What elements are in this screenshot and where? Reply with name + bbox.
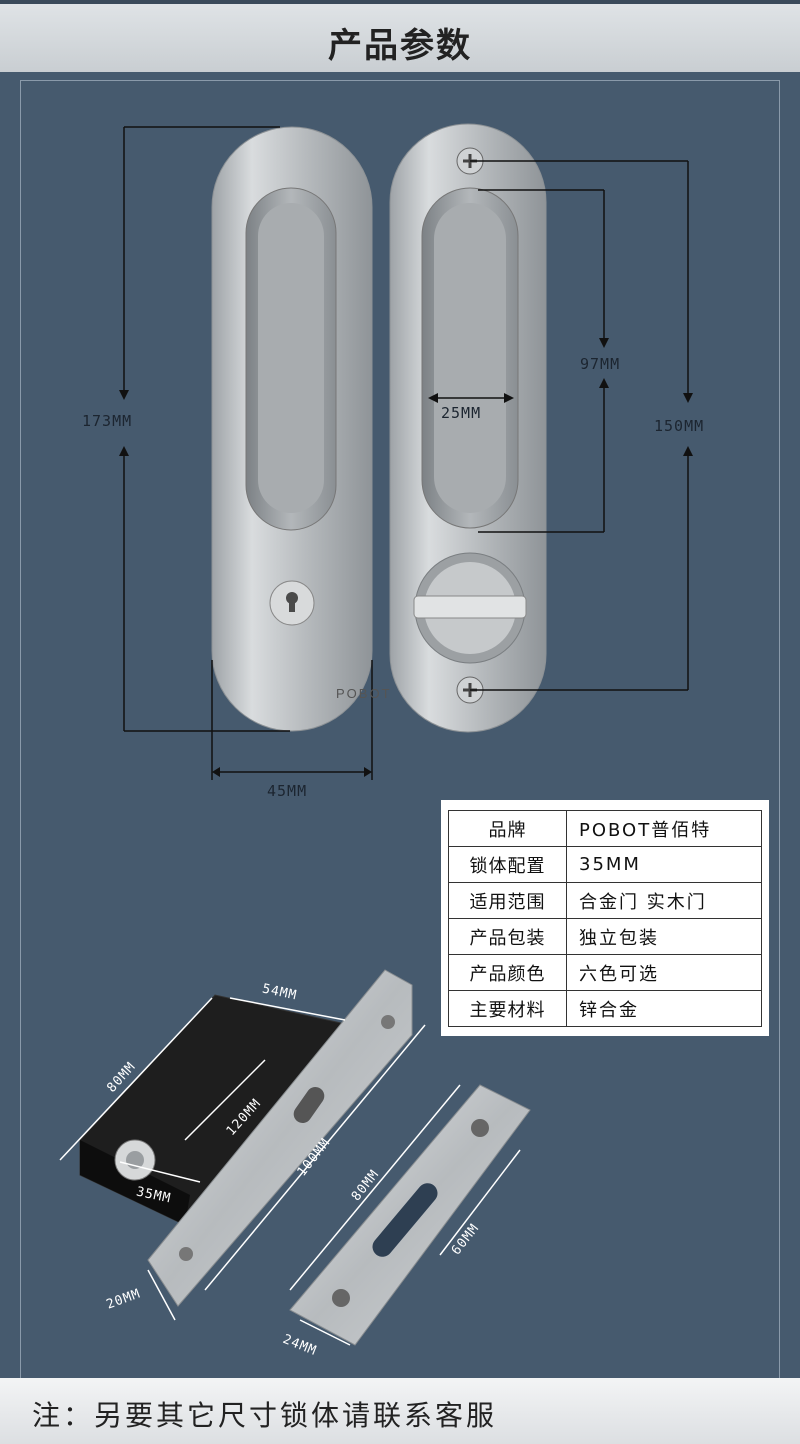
spec-value: 独立包装 bbox=[566, 918, 762, 955]
spec-value: 锌合金 bbox=[566, 990, 762, 1027]
spec-row: 主要材料 锌合金 bbox=[448, 990, 762, 1027]
spec-value: 35MM bbox=[566, 846, 762, 883]
page-header: 产品参数 bbox=[0, 0, 800, 72]
spec-key: 产品包装 bbox=[448, 918, 567, 955]
strike-plate bbox=[289, 1084, 531, 1346]
spec-key: 主要材料 bbox=[448, 990, 567, 1027]
strike-dimension-lines bbox=[289, 1084, 521, 1346]
spec-key: 适用范围 bbox=[448, 882, 567, 919]
footer-bar: 注：另要其它尺寸锁体请联系客服 bbox=[0, 1378, 800, 1444]
right-handle-plate bbox=[389, 123, 547, 733]
plate-height-label: 173MM bbox=[82, 412, 133, 430]
spec-value: 六色可选 bbox=[566, 954, 762, 991]
spec-table: 品牌 POBOT普佰特 锁体配置 35MM 适用范围 合金门 实木门 产品包装 … bbox=[441, 800, 769, 1036]
spec-row: 产品颜色 六色可选 bbox=[448, 954, 762, 991]
recess-height-label: 97MM bbox=[580, 355, 621, 373]
spec-key: 产品颜色 bbox=[448, 954, 567, 991]
spec-key: 锁体配置 bbox=[448, 846, 567, 883]
spec-row: 品牌 POBOT普佰特 bbox=[448, 810, 762, 847]
spec-row: 锁体配置 35MM bbox=[448, 846, 762, 883]
screw-spacing-label: 150MM bbox=[654, 417, 705, 435]
footer-note: 注：另要其它尺寸锁体请联系客服 bbox=[32, 1399, 498, 1432]
spec-row: 产品包装 独立包装 bbox=[448, 918, 762, 955]
spec-value: 合金门 实木门 bbox=[566, 882, 762, 919]
dimension-arrows bbox=[119, 338, 693, 777]
page-title: 产品参数 bbox=[328, 26, 472, 66]
lock-dimension-lines bbox=[59, 997, 426, 1321]
recess-width-label: 25MM bbox=[441, 404, 482, 422]
spec-row: 适用范围 合金门 实木门 bbox=[448, 882, 762, 919]
left-handle-plate bbox=[211, 126, 373, 732]
brand-watermark: POBOT bbox=[336, 686, 392, 701]
spec-key: 品牌 bbox=[448, 810, 567, 847]
dimension-lines bbox=[123, 126, 689, 780]
spec-value: POBOT普佰特 bbox=[566, 810, 762, 847]
plate-width-label: 45MM bbox=[267, 782, 308, 800]
